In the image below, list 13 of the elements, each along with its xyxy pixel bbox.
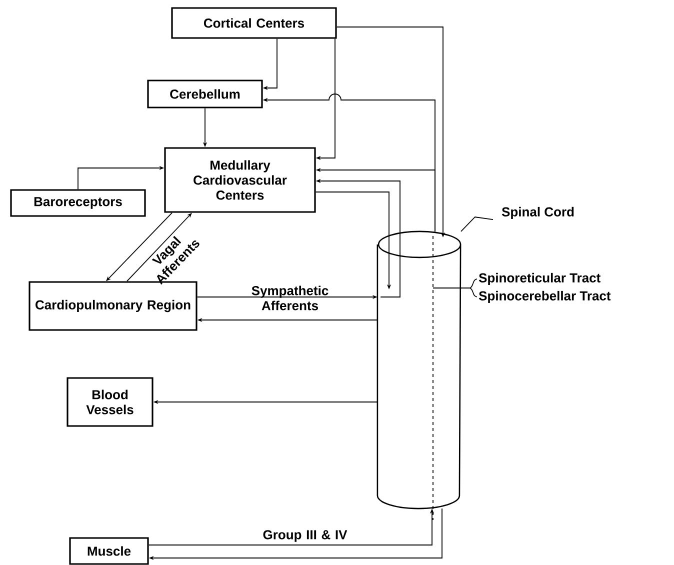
tract-label: Spinocerebellar Tract: [478, 290, 611, 304]
process-box: Blood Vessels: [66, 377, 154, 427]
process-box: Muscle: [69, 537, 149, 565]
callout-text: Spinal Cord: [502, 206, 574, 220]
spinal-cord-drawing: [376, 230, 462, 510]
edge-label: Sympathetic Afferents: [252, 286, 328, 310]
process-box: Baroreceptors: [10, 189, 146, 217]
tract-label: Spinoreticular Tract: [478, 272, 600, 286]
leader-line: [460, 216, 494, 232]
process-box: Medullary Cardiovascular Centers: [164, 147, 316, 213]
process-box: Cortical Centers: [171, 7, 337, 39]
process-box: Cerebellum: [147, 80, 263, 108]
edge-label: Group III & IV: [263, 530, 348, 542]
